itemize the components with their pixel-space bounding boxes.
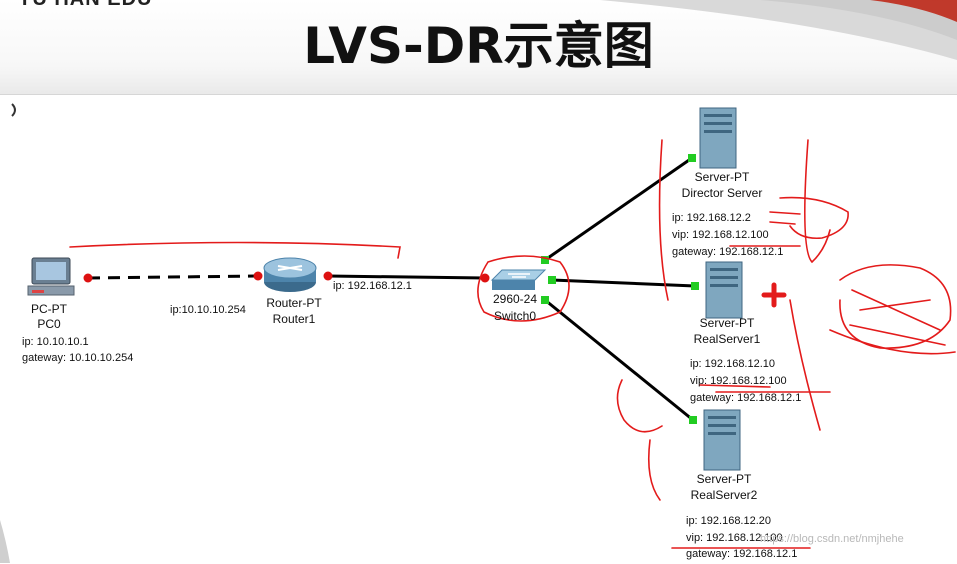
pc-type-label: PC-PT xyxy=(31,302,67,316)
brand-right-text: 301 xyxy=(925,0,943,4)
real1-name-label: RealServer1 xyxy=(693,332,761,346)
port-switch-top xyxy=(541,256,549,264)
real2-type-label: Server-PT xyxy=(696,472,752,486)
real2-name-label: RealServer2 xyxy=(690,488,758,502)
port-router-left xyxy=(253,271,263,281)
director-name-label: Director Server xyxy=(681,186,763,200)
router-type-label: Router-PT xyxy=(266,296,322,310)
router-right-ip: ip: 192.168.12.1 xyxy=(333,280,412,292)
port-switch-left xyxy=(480,273,490,283)
port-router-right xyxy=(323,271,333,281)
director-gateway: gateway: 192.168.12.1 xyxy=(672,246,784,258)
port-pc xyxy=(83,273,93,283)
slide-corner-curve xyxy=(0,520,10,563)
pc-name-label: PC0 xyxy=(37,317,61,331)
link-router-switch xyxy=(327,274,486,280)
director-server-icon xyxy=(699,107,737,169)
port-switch-right xyxy=(548,276,556,284)
link-switch-director xyxy=(544,156,693,262)
slide-title: LVS-DR示意图 xyxy=(303,17,654,75)
pc-gateway: gateway: 10.10.10.254 xyxy=(22,352,134,364)
port-real1 xyxy=(691,282,699,290)
switch-icon xyxy=(490,269,547,290)
pc-icon xyxy=(27,257,75,296)
real2-ip: ip: 192.168.12.20 xyxy=(686,515,772,527)
switch-name-label: Switch0 xyxy=(493,309,537,323)
director-type-label: Server-PT xyxy=(694,170,750,184)
director-ip: ip: 192.168.12.2 xyxy=(672,212,751,224)
topology-canvas xyxy=(0,94,957,564)
port-switch-bottom xyxy=(541,296,549,304)
cursor-mark xyxy=(11,103,16,117)
red-annotations xyxy=(69,139,956,549)
header-swoosh xyxy=(600,0,957,60)
router-left-ip: ip:10.10.10.254 xyxy=(170,304,246,316)
real1-type-label: Server-PT xyxy=(699,316,755,330)
real1-vip: vip: 192.168.12.100 xyxy=(690,375,787,387)
link-switch-real2 xyxy=(544,298,694,422)
watermark: https://blog.csdn.net/nmjhehe xyxy=(760,533,904,545)
realserver2-icon xyxy=(703,409,741,471)
router-icon xyxy=(263,257,317,292)
brand-text: YU HAN EDU xyxy=(18,0,152,11)
real2-gateway: gateway: 192.168.12.1 xyxy=(686,548,798,560)
director-vip: vip: 192.168.12.100 xyxy=(672,229,769,241)
port-real2 xyxy=(689,416,697,424)
switch-type-label: 2960-24 xyxy=(492,292,538,306)
realserver1-icon xyxy=(705,261,743,319)
pc-ip: ip: 10.10.10.1 xyxy=(22,336,89,348)
link-switch-real1 xyxy=(551,278,696,288)
real2-vip: vip: 192.168.12.100 xyxy=(686,532,783,544)
real1-ip: ip: 192.168.12.10 xyxy=(690,358,776,370)
real1-gateway: gateway: 192.168.12.1 xyxy=(690,392,802,404)
router-name-label: Router1 xyxy=(272,312,316,326)
link-pc-router xyxy=(87,274,259,280)
port-director xyxy=(688,154,696,162)
